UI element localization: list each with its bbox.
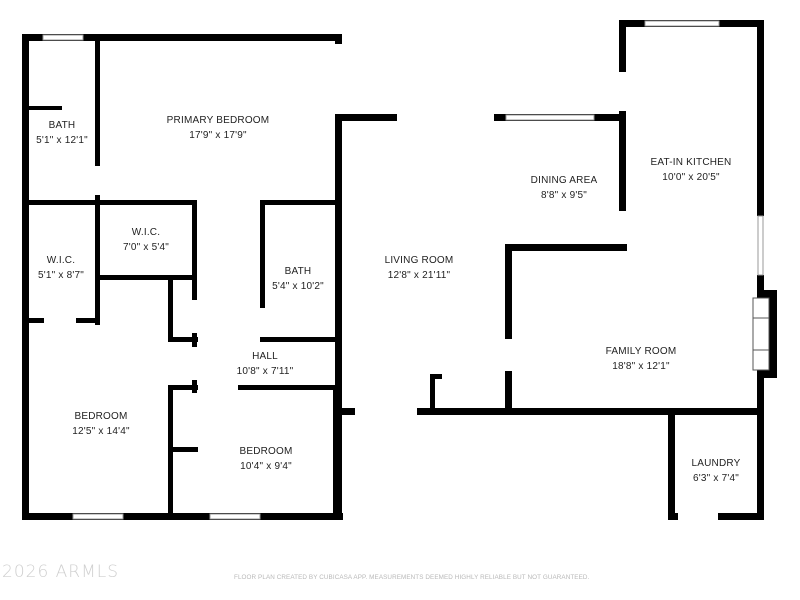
windows [42,20,764,520]
room-label-wic-primary: W.I.C.7'0" x 5'4" [123,227,169,253]
watermark: 2026 ARMLS [2,562,120,582]
fireplace [752,297,770,371]
room-label-wic-left: W.I.C.5'1" x 8'7" [38,255,84,281]
disclaimer: FLOOR PLAN CREATED BY CUBICASA APP. MEAS… [234,574,590,581]
